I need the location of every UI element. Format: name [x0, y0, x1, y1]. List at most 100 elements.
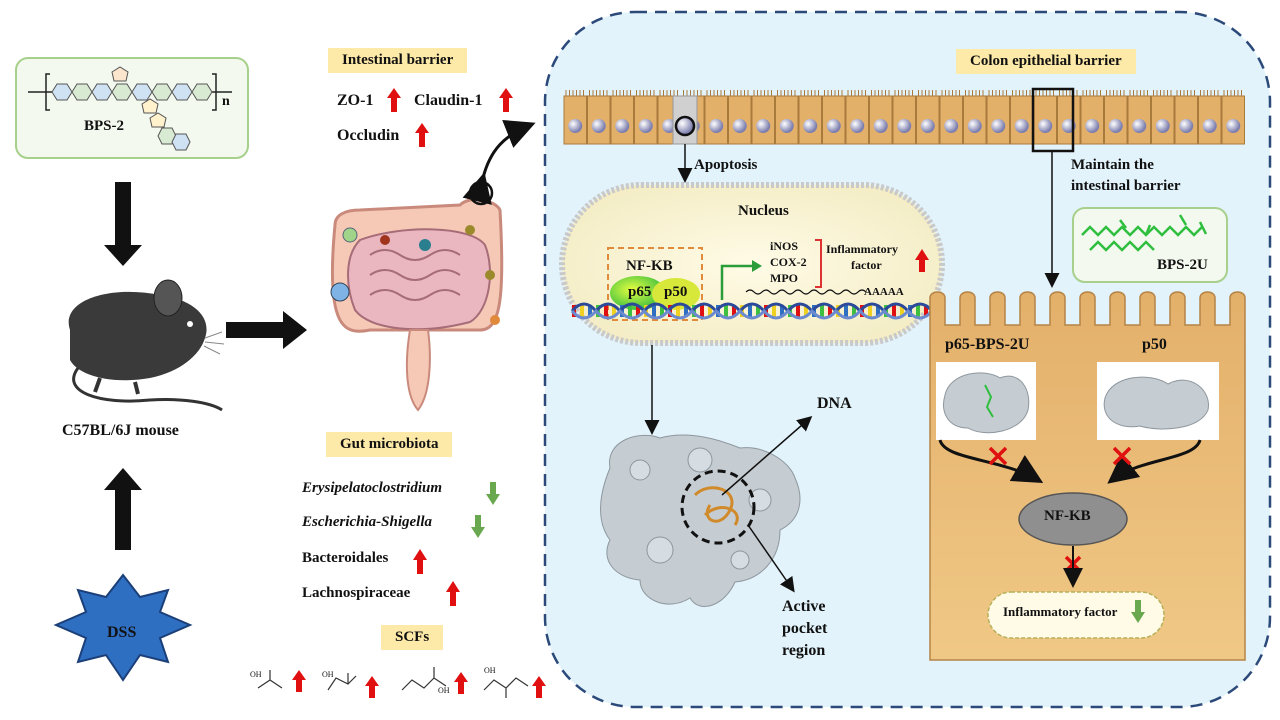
microvilli [777, 90, 796, 96]
pocket-line1: Active [782, 598, 826, 615]
microvilli [965, 90, 984, 96]
dna-base-pair [828, 305, 832, 317]
polymer-structure [28, 66, 232, 151]
dna-base-pair [916, 305, 920, 317]
microvilli [1035, 90, 1054, 96]
microvilli [988, 90, 1007, 96]
inflam-up-arrow [915, 249, 929, 272]
intestine-to-colon-arrow [462, 119, 536, 205]
barrier-up-arrows [387, 88, 513, 147]
polymer-label: BPS-2 [84, 118, 125, 134]
microvilli [871, 90, 890, 96]
dna-label: DNA [817, 395, 852, 412]
microvilli [565, 90, 584, 96]
polymer-box [15, 57, 249, 159]
inflammatory-line1: Inflammatory [826, 242, 898, 256]
dna-base-pair [868, 305, 872, 317]
gene-bracket [815, 239, 822, 288]
microvilli [706, 90, 725, 96]
inflammatory-line2: factor [851, 258, 882, 272]
maintain-line1: Maintain the [1071, 157, 1154, 173]
microvilli [918, 90, 937, 96]
cell-nucleus [991, 119, 1006, 133]
microbe-escherichia: Escherichia-Shigella [302, 514, 433, 530]
arrow-dss-to-mouse [104, 468, 142, 550]
nfkb-ellipse [1018, 492, 1128, 546]
cell-p50-label: p50 [1142, 336, 1167, 353]
barrier-item-zo1: ZO-1 [337, 92, 374, 109]
pocket-line2: pocket [782, 620, 828, 637]
p65-blob [610, 276, 666, 310]
cell-nucleus [803, 119, 818, 133]
cell-nfkb-label: NF-KB [1044, 508, 1091, 524]
dna-pointer [721, 416, 813, 496]
microvilli [612, 90, 631, 96]
microvilli [683, 90, 702, 96]
dna-base-pair [580, 305, 584, 317]
dss-star [53, 573, 193, 682]
gene-inos: iNOS [770, 239, 799, 253]
dss-label: DSS [107, 624, 137, 641]
dna-strand [570, 302, 934, 314]
microvilli [589, 90, 608, 96]
microvilli [1106, 90, 1125, 96]
barrier-item-occludin: Occludin [337, 127, 400, 144]
scf-molecules [257, 667, 529, 698]
active-pocket-circle [680, 469, 756, 545]
p65-label: p65 [628, 284, 652, 300]
cell-nucleus [967, 119, 982, 133]
cell-nucleus [1014, 119, 1029, 133]
nucleus-label: Nucleus [738, 203, 789, 219]
cell-nucleus [944, 119, 959, 133]
cell-nucleus [568, 119, 583, 133]
maintain-line2: intestinal barrier [1071, 178, 1181, 194]
dna-base-pair [844, 305, 848, 317]
microbe-lachnospiraceae: Lachnospiraceae [302, 585, 411, 601]
scf-oh-4: OH [484, 666, 496, 675]
scf-oh-2: OH [322, 670, 334, 679]
dna-base-pair [756, 305, 760, 317]
dna-base-pair [708, 305, 712, 317]
microvilli [800, 90, 819, 96]
bps2u-label: BPS-2U [1157, 257, 1208, 273]
gut-microbiota-title: Gut microbiota [326, 432, 453, 457]
dna-base-pair [796, 305, 800, 317]
dna-base-pair [660, 305, 664, 317]
cell-nucleus [1202, 119, 1217, 133]
barrier-item-claudin: Claudin-1 [414, 92, 483, 109]
dna-base-pair [732, 305, 736, 317]
scf-oh-3: OH [438, 686, 450, 695]
p50-blob [652, 278, 700, 310]
dna-base-pair [676, 305, 680, 317]
dna-base-pair [852, 305, 856, 317]
p65-to-nfkb-arrow [938, 439, 1044, 484]
dna-base-pair [604, 305, 608, 317]
cell-inflammatory-label: Inflammatory factor [1003, 604, 1118, 619]
dna-base-pair [612, 305, 616, 317]
intestine-illustration [330, 198, 504, 412]
p50-to-nfkb-arrow [1107, 439, 1202, 484]
cell-nucleus [1085, 119, 1100, 133]
gene-cox2: COX-2 [770, 255, 807, 269]
microvilli [1223, 90, 1242, 96]
dna-base-pair [724, 305, 728, 317]
cell-nucleus [897, 119, 912, 133]
dna-base-pair [772, 305, 776, 317]
dna-base-pair [588, 305, 592, 317]
epithelial-row [563, 90, 1245, 145]
cell-nucleus [873, 119, 888, 133]
dna-base-pair [700, 305, 704, 317]
cell-nucleus [779, 119, 794, 133]
cell-nucleus [1132, 119, 1147, 133]
microbiota-arrows [413, 482, 500, 606]
zoom-cell-box [1031, 87, 1075, 153]
pocket-pointer [747, 524, 795, 593]
dna-base-pair [900, 305, 904, 317]
cell-nucleus [1108, 119, 1123, 133]
dna-base-pair [780, 305, 784, 317]
protein-surface [600, 434, 801, 608]
microvilli [753, 90, 772, 96]
cell-nucleus [709, 119, 724, 133]
dna-base-pair [820, 305, 824, 317]
